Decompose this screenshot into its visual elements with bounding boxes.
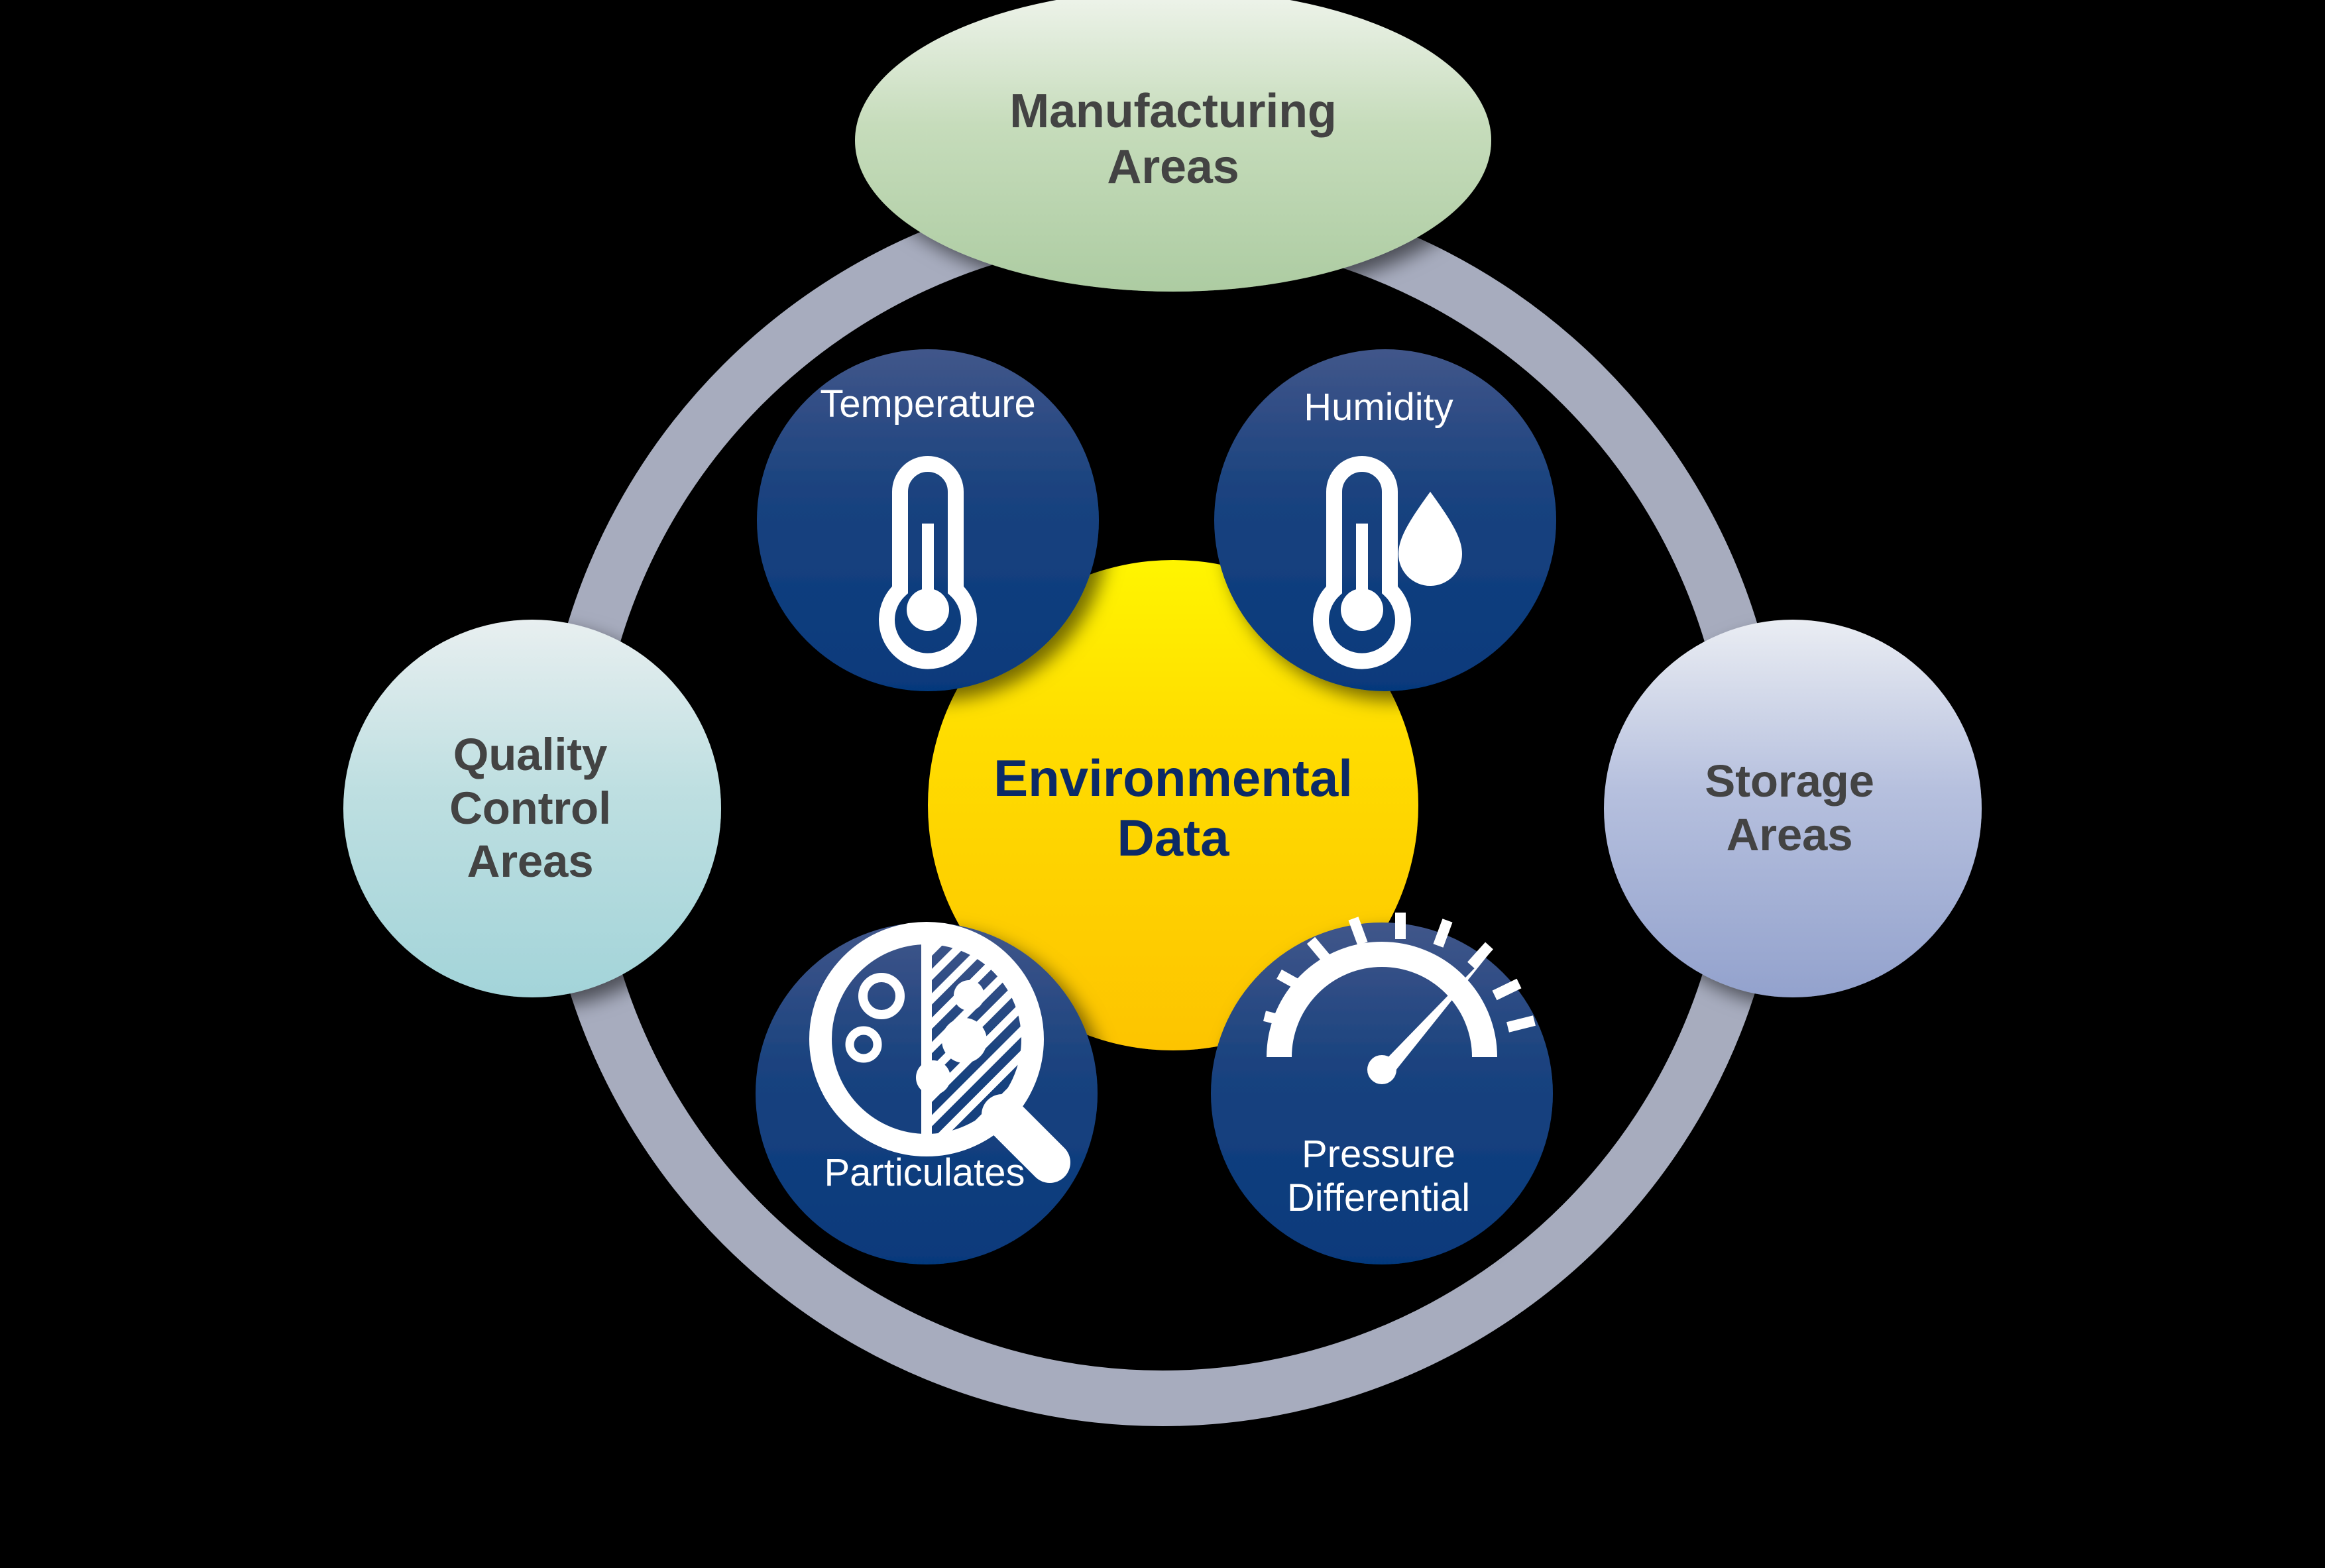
node-temperature[interactable] [757,349,1099,691]
gauge-icon [1263,913,1536,1084]
magnifier-particles-icon [809,922,1070,1183]
thermometer-droplet-icon [1313,455,1462,669]
node-pressure-differential[interactable] [1211,923,1553,1264]
thermometer-icon [879,455,977,669]
node-environmental-data-core[interactable] [928,560,1418,1050]
node-manufacturing-areas[interactable] [855,0,1491,292]
node-storage-areas[interactable] [1604,620,1982,997]
node-quality-control-areas[interactable] [343,620,721,997]
